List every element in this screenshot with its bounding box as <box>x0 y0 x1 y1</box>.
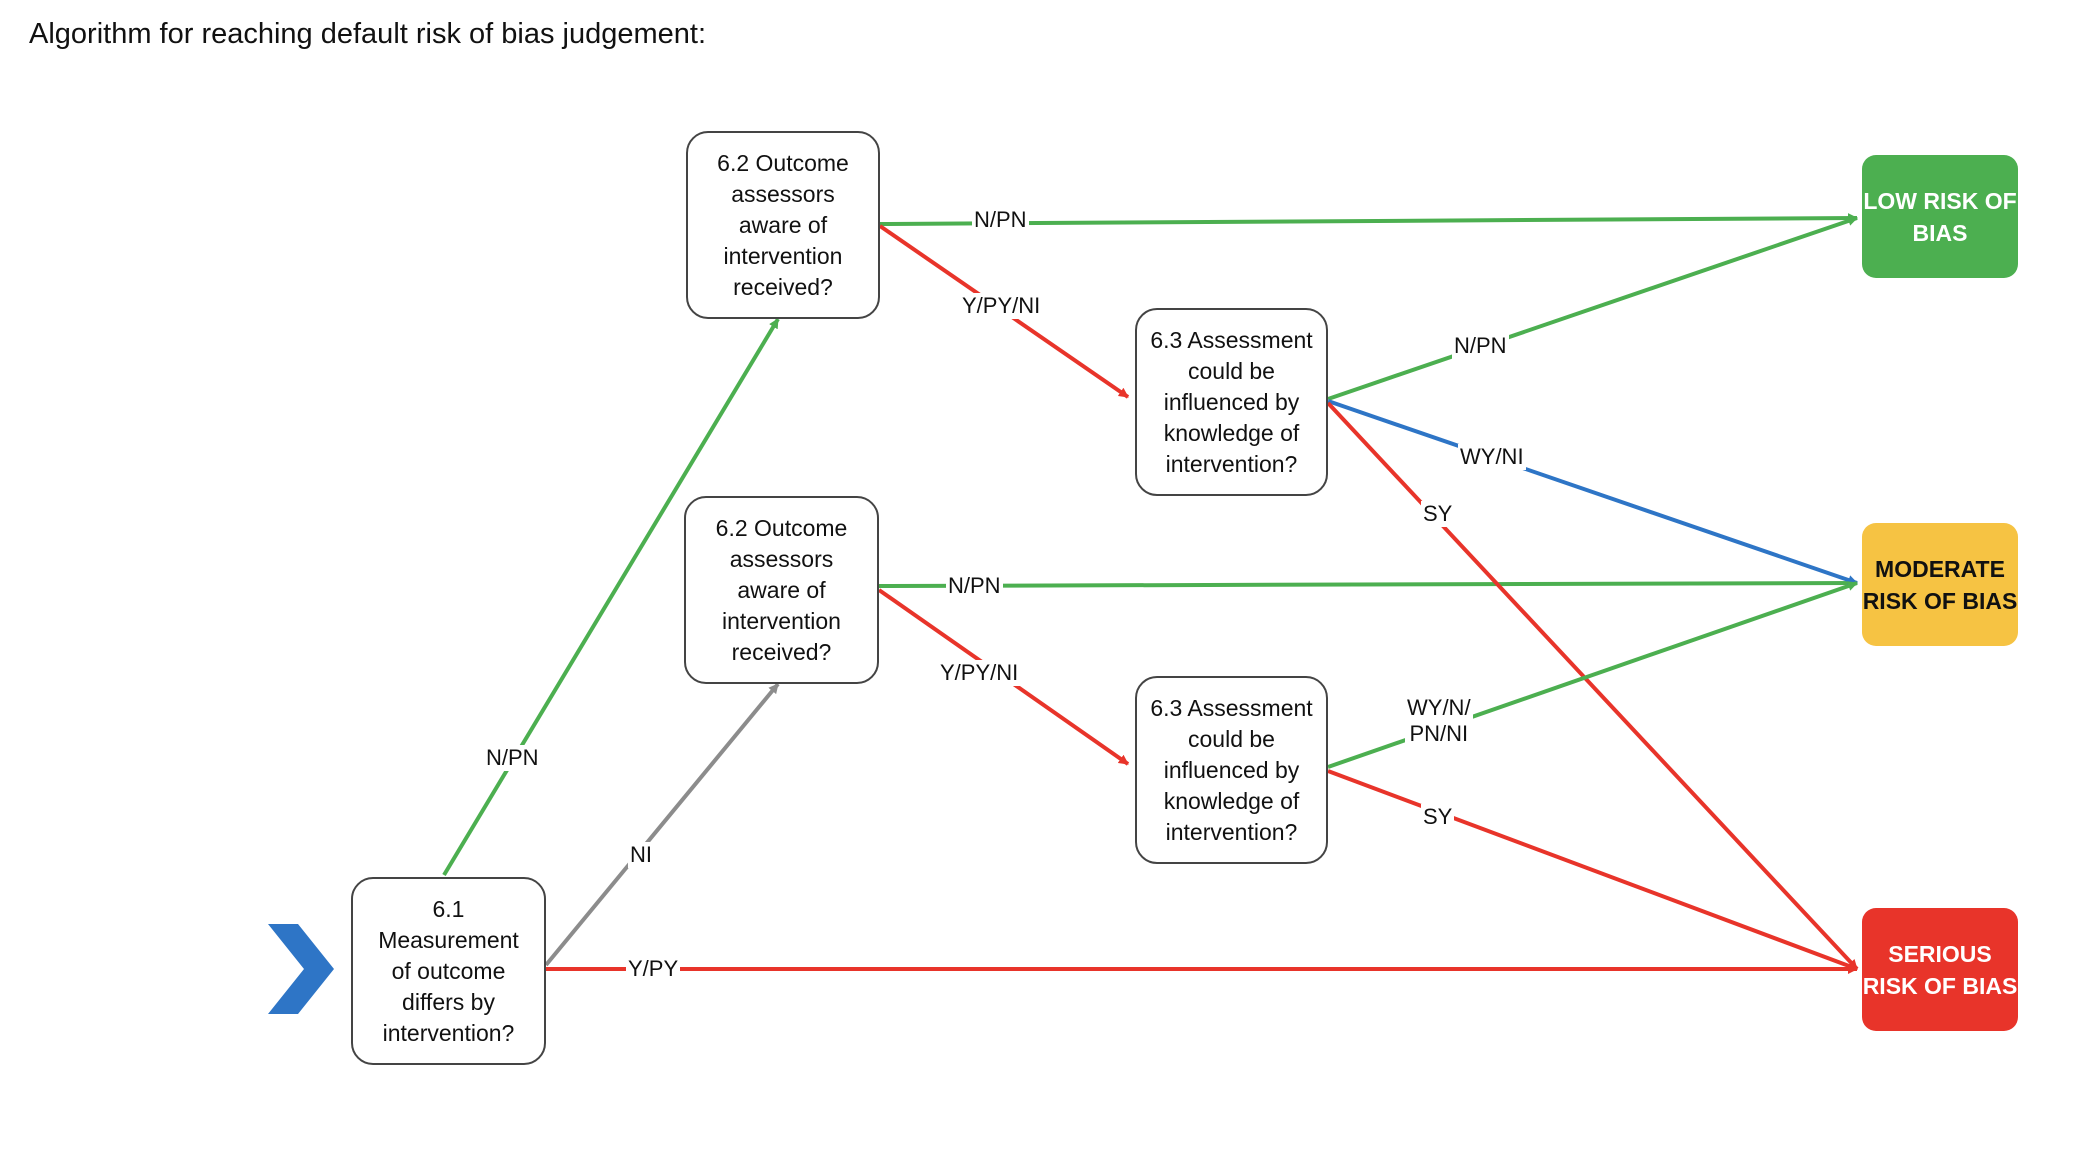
edge-q63top-to-moderate <box>1327 399 1858 585</box>
edge-q63top-to-serious <box>1326 401 1859 971</box>
outcome-moderate-risk: MODERATE RISK OF BIAS <box>1862 523 2018 646</box>
outcome-low-risk: LOW RISK OF BIAS <box>1862 155 2018 278</box>
node-q62-assessors-aware-top: 6.2 Outcome assessors aware of intervent… <box>686 131 880 319</box>
label-q62mid-ypyni: Y/PY/NI <box>938 660 1021 686</box>
edge-q62mid-to-moderate <box>878 578 1858 589</box>
page-title: Algorithm for reaching default risk of b… <box>29 18 707 50</box>
label-q62top-npn: N/PN <box>972 207 1029 233</box>
label-q61-ni: NI <box>628 842 654 868</box>
edge-q63mid-to-serious <box>1327 769 1858 971</box>
outcome-serious-risk: SERIOUS RISK OF BIAS <box>1862 908 2018 1031</box>
edge-q63top-to-low <box>1327 216 1858 401</box>
label-q61-npn: N/PN <box>484 745 541 771</box>
label-q63top-npn: N/PN <box>1452 333 1509 359</box>
label-q63mid-wynpnni: WY/N/ PN/NI <box>1405 695 1473 747</box>
label-q63top-sy: SY <box>1421 501 1455 527</box>
start-chevron-icon <box>268 924 334 1014</box>
label-q63top-wyni: WY/NI <box>1458 444 1526 470</box>
edge-q62top-to-low <box>879 213 1858 226</box>
node-q63-assessment-influenced-mid: 6.3 Assessment could be influenced by kn… <box>1135 676 1328 864</box>
label-q62top-ypyni: Y/PY/NI <box>960 293 1043 319</box>
node-q63-assessment-influenced-top: 6.3 Assessment could be influenced by kn… <box>1135 308 1328 496</box>
label-q63mid-sy: SY <box>1421 804 1455 830</box>
label-q62mid-npn: N/PN <box>946 573 1003 599</box>
label-q61-ypy: Y/PY <box>626 956 681 982</box>
node-q62-assessors-aware-mid: 6.2 Outcome assessors aware of intervent… <box>684 496 879 684</box>
node-q61-measurement-differs: 6.1 Measurement of outcome differs by in… <box>351 877 546 1065</box>
edge-q61-to-q62top <box>442 317 780 877</box>
edge-q61-to-q62mid <box>544 682 780 967</box>
